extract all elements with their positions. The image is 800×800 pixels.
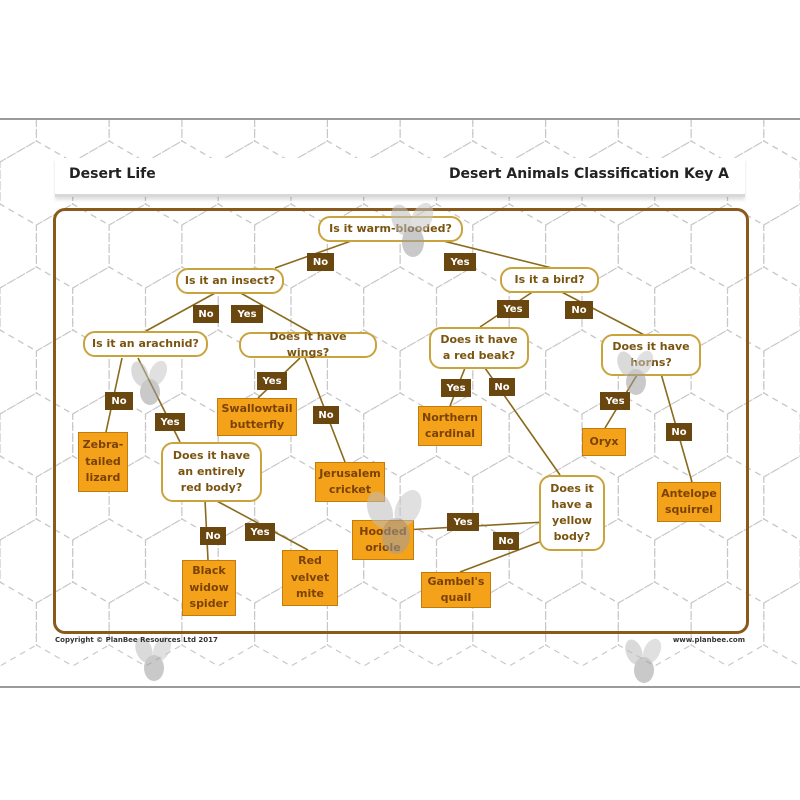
question-arachnid: Is it an arachnid? [83, 331, 208, 357]
hexagon-cell [0, 392, 74, 478]
answer-antelope-squirrel: Antelope squirrel [657, 482, 721, 522]
connector [145, 286, 227, 332]
answer-black-widow-spider: Black widow spider [182, 560, 236, 616]
hexagon-cell [617, 581, 692, 667]
answer-red-velvet-mite: Red velvet mite [282, 550, 338, 606]
label-no: No [493, 532, 519, 550]
worksheet: Desert Life Desert Animals Classificatio… [0, 118, 800, 688]
header-right-title: Desert Animals Classification Key A [448, 166, 729, 182]
bee-icon [625, 638, 662, 683]
label-yes: Yes [497, 300, 529, 318]
question-insect: Is it an insect? [176, 268, 284, 294]
label-no: No [666, 423, 692, 441]
label-yes: Yes [257, 372, 287, 390]
label-yes: Yes [600, 392, 630, 410]
label-yes: Yes [245, 523, 275, 541]
label-yes: Yes [441, 379, 471, 397]
answer-zebra-tailed-lizard: Zebra-tailed lizard [78, 432, 128, 492]
label-no: No [565, 301, 593, 319]
header-bar: Desert Life Desert Animals Classificatio… [55, 158, 745, 197]
question-red-beak: Does it have a red beak? [429, 327, 529, 369]
hexagon-background [0, 120, 800, 667]
label-yes: Yes [444, 253, 476, 271]
label-no: No [105, 392, 133, 410]
hexagon-cell [0, 140, 74, 226]
hexagon-cell [544, 581, 619, 667]
question-yellow-body: Does it have a yellow body? [539, 475, 605, 551]
bee-icon [131, 360, 168, 405]
hexagon-cell [763, 581, 800, 667]
question-red-body: Does it have an entirely red body? [161, 442, 262, 502]
connector [551, 286, 651, 339]
answer-swallowtail-butterfly: Swallowtail butterfly [217, 398, 297, 436]
label-no: No [200, 527, 226, 545]
answer-oryx: Oryx [582, 428, 626, 456]
header-left-title: Desert Life [69, 166, 156, 182]
website-link[interactable]: www.planbee.com [672, 636, 745, 644]
label-no: No [193, 305, 219, 323]
bee-icon [366, 490, 422, 554]
connector [229, 286, 311, 333]
answer-northern-cardinal: Northern cardinal [418, 406, 482, 446]
hexagon-cell [108, 581, 183, 667]
hexagon-cell [326, 581, 401, 667]
label-no: No [307, 253, 334, 271]
hexagon-cell [0, 518, 74, 604]
bee-icon [391, 202, 434, 257]
label-yes: Yes [231, 305, 263, 323]
answer-gambels-quail: Gambel's quail [421, 572, 491, 608]
hexagon-cell [472, 581, 547, 667]
label-no: No [313, 406, 339, 424]
hexagon-cell [35, 581, 110, 667]
question-bird: Is it a bird? [500, 267, 599, 293]
label-no: No [489, 378, 515, 396]
question-wings: Does it have wings? [239, 330, 377, 359]
hexagon-cell [690, 581, 765, 667]
hexagon-cell [0, 266, 74, 352]
copyright-text: Copyright © PlanBee Resources Ltd 2017 [55, 636, 218, 644]
label-yes: Yes [155, 413, 185, 431]
bee-icon [135, 636, 172, 681]
bee-icon [617, 350, 654, 395]
label-yes: Yes [447, 513, 479, 531]
connector [459, 537, 551, 573]
